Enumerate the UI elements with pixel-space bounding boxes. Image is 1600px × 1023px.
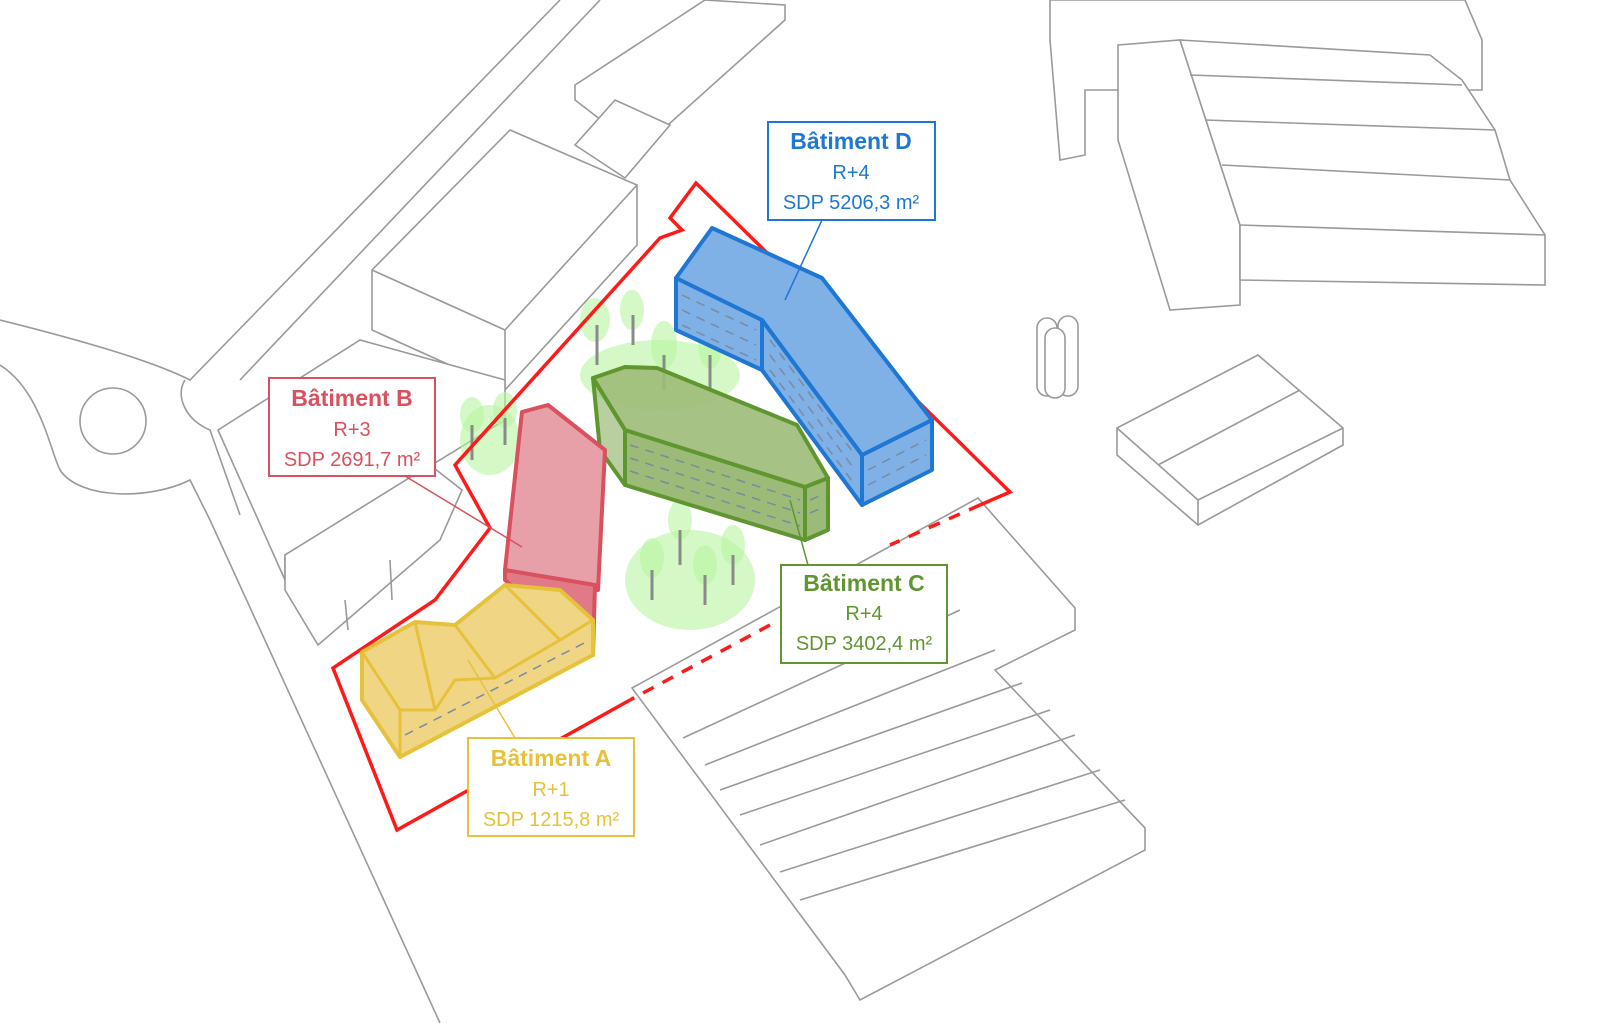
- label-area: SDP 5206,3 m²: [783, 192, 920, 214]
- label-batiment-b: Bâtiment B R+3 SDP 2691,7 m²: [268, 377, 436, 477]
- label-area: SDP 3402,4 m²: [796, 633, 933, 655]
- building-c[interactable]: [591, 365, 830, 542]
- silos: [1036, 315, 1079, 399]
- label-levels: R+4: [832, 162, 869, 184]
- road-network: [0, 0, 601, 1023]
- label-area: SDP 1215,8 m²: [483, 809, 620, 831]
- label-area: SDP 2691,7 m²: [284, 449, 421, 471]
- label-batiment-d: Bâtiment D R+4 SDP 5206,3 m²: [767, 121, 936, 221]
- label-title: Bâtiment D: [790, 128, 911, 154]
- site-boundary: [330, 180, 1014, 833]
- building-d[interactable]: [674, 226, 934, 507]
- label-batiment-c: Bâtiment C R+4 SDP 3402,4 m²: [780, 564, 948, 664]
- label-batiment-a: Bâtiment A R+1 SDP 1215,8 m²: [467, 737, 635, 837]
- label-levels: R+4: [845, 603, 882, 625]
- label-levels: R+3: [333, 419, 370, 441]
- label-title: Bâtiment A: [491, 745, 612, 771]
- label-title: Bâtiment B: [291, 385, 412, 411]
- roundabout: [79, 387, 147, 455]
- building-a[interactable]: [360, 583, 595, 759]
- label-title: Bâtiment C: [803, 570, 924, 596]
- label-levels: R+1: [532, 779, 569, 801]
- leader-lines: [404, 219, 823, 739]
